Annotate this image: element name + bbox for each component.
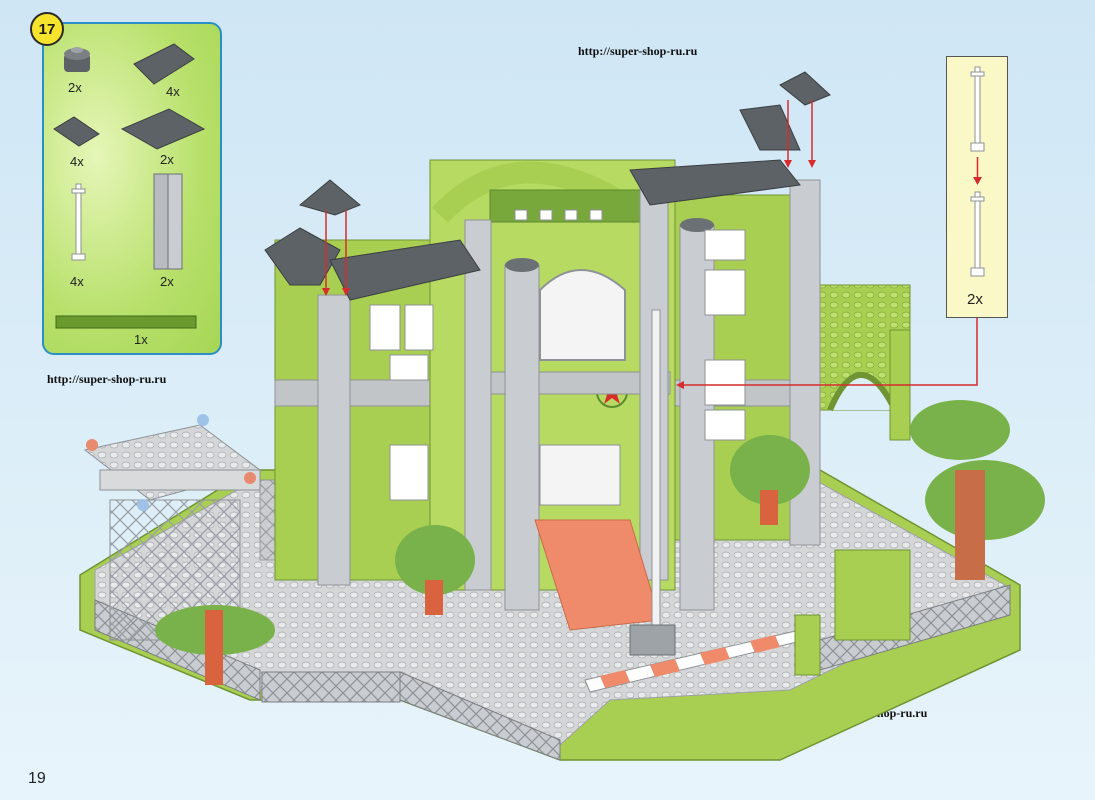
part-qty-round-brick: 2x [68, 80, 82, 95]
pole-icon [71, 183, 86, 261]
part-qty-slope-small: 4x [70, 154, 84, 169]
flagpole [629, 309, 676, 656]
part-qty-column: 2x [160, 274, 174, 289]
page-number: 19 [28, 770, 46, 787]
round-brick-icon [64, 47, 90, 72]
watermark-url-top: http://super-shop-ru.ru [578, 44, 698, 58]
part-qty-slope-large: 4x [166, 84, 180, 99]
columns [464, 179, 715, 611]
parts-icons [53, 43, 206, 329]
parts-panel: 17 2x 4x 4x 2x 4x 2x 1x [30, 12, 222, 355]
slope-brick-small-icon [53, 116, 100, 147]
part-qty-pole: 4x [70, 274, 84, 289]
slope-brick-long-icon [120, 108, 206, 150]
pole-callout: 2x [946, 56, 1008, 318]
arrow-heads [322, 160, 816, 389]
callout-poles [970, 66, 985, 277]
column-brick-icon [153, 173, 183, 270]
pole-icon [970, 191, 985, 277]
fence-front-mid [399, 671, 561, 761]
green-plate-icon [55, 315, 197, 329]
part-qty-slope-long: 2x [160, 152, 174, 167]
annex-arch [814, 284, 911, 441]
part-qty-green-plate: 1x [134, 332, 148, 347]
barrier-gate [584, 614, 821, 693]
fence-front-left [261, 671, 401, 703]
slope-brick-large-icon [133, 43, 195, 85]
main-door-arch [539, 269, 626, 361]
guard-booth [834, 549, 911, 641]
callout-qty: 2x [967, 291, 983, 308]
assembly-arrows [325, 100, 978, 386]
trees [155, 400, 1045, 685]
pole-icon [970, 66, 985, 152]
watermark-url-left: http://super-shop-ru.ru [47, 372, 167, 386]
roof-slopes [264, 71, 831, 301]
step-number-badge: 17 [30, 12, 64, 46]
windows [369, 209, 746, 501]
